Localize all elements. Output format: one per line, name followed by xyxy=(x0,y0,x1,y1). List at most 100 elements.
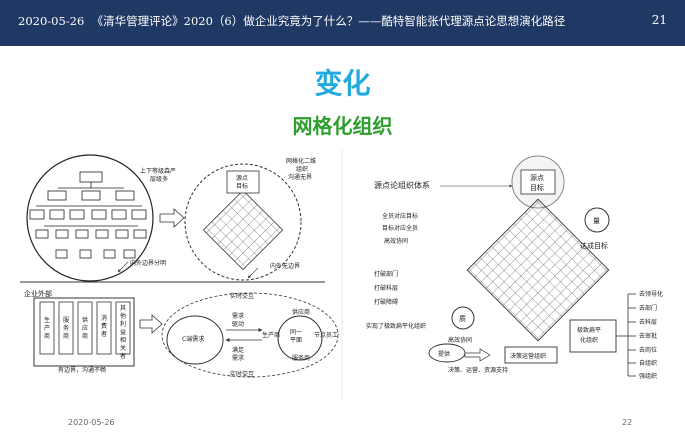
header-citation: 《清华管理评论》2020（6）做企业究竟为了什么？——酷特智能张代理源点论思想演… xyxy=(91,14,566,28)
branch-2: 去科层 xyxy=(639,318,657,326)
title-grid-organization: 网格化组织 xyxy=(292,114,393,138)
branch-5: 自组织 xyxy=(639,359,657,367)
svg-text:关: 关 xyxy=(120,344,126,352)
branch-0: 去领导化 xyxy=(639,290,663,298)
c-demand-ellipse xyxy=(166,315,224,365)
flow-service: 服务商 xyxy=(292,354,310,362)
label-outside: 企业外部 xyxy=(24,289,52,298)
source-point-box-right xyxy=(520,169,556,195)
flow-producer: 生产商 xyxy=(262,331,280,339)
flow-satisfy-2: 需求 xyxy=(232,354,244,362)
flow-plane-2: 平面 xyxy=(290,337,302,344)
header-title: 2020-05-26 《清华管理评论》2020（6）做企业究竟为了什么？——酷特… xyxy=(18,13,565,29)
flow-supplier: 供应商 xyxy=(292,308,310,316)
flow-c-demand: C端需求 xyxy=(182,335,204,343)
same-plane-circle xyxy=(277,315,323,361)
header-page-number: 21 xyxy=(651,13,667,27)
flow-need-2: 驱动 xyxy=(232,321,244,328)
header-date: 2020-05-26 xyxy=(18,14,85,28)
external-columns xyxy=(39,301,131,355)
svg-text:供: 供 xyxy=(82,316,88,324)
svg-text:他: 他 xyxy=(120,312,126,320)
branch-6: 强组织 xyxy=(639,372,657,380)
rp-item-3: 高效协同 xyxy=(384,237,408,245)
rp-source-2: 目标 xyxy=(530,183,544,192)
arrow-right xyxy=(159,208,185,228)
rp-system-title: 源点论组织体系 xyxy=(374,180,430,190)
label-no-boundary: 内外无边界 xyxy=(270,262,300,270)
svg-text:相: 相 xyxy=(120,336,126,344)
footer-page: 22 xyxy=(622,418,633,427)
source-point-2: 目标 xyxy=(236,182,248,190)
rp-provide: 提供 xyxy=(438,350,450,358)
svg-text:者: 者 xyxy=(120,353,126,360)
rp-source-1: 源点 xyxy=(530,173,544,182)
rp-reach-target: 达成目标 xyxy=(580,241,608,250)
slide-header: 2020-05-26 《清华管理评论》2020（6）做企业究竟为了什么？——酷特… xyxy=(0,0,685,46)
label-hierarchy-1: 上下等级森严 xyxy=(140,167,176,175)
svg-text:产: 产 xyxy=(44,324,50,332)
label-grid-3: 沟通无界 xyxy=(288,173,312,181)
flow-realtime-bottom: 实时交互 xyxy=(230,370,254,378)
hierarchy-circle xyxy=(26,154,154,282)
label-grid-2: 组织 xyxy=(296,165,308,173)
rp-flat-1: 极致扁平 xyxy=(577,326,601,334)
branch-3: 去审批 xyxy=(639,332,657,340)
rp-item-1: 全员对应目标 xyxy=(382,212,418,220)
grid-diamond-right xyxy=(466,198,610,342)
rp-quantity: 量 xyxy=(593,217,600,225)
svg-text:商: 商 xyxy=(44,332,50,340)
flat-org-box xyxy=(569,319,617,353)
label-boundary: 内外边界分明 xyxy=(130,259,166,267)
footer-date: 2020-05-26 xyxy=(68,418,115,427)
org-tree xyxy=(29,171,147,259)
right-diagram: 源点 目标 源点论组织体系 全员对应目标 目标对应全员 高效协同 量 达成目标 … xyxy=(366,155,663,380)
rp-decision-center: 决策运营组织 xyxy=(510,352,546,360)
left-diagram: 上下等级森严 层级多 源点 目标 网格化二维 组织 沟通无界 内外边界分明 内外… xyxy=(20,154,339,378)
quality-circle xyxy=(451,306,475,330)
rp-quality: 质 xyxy=(459,314,466,323)
svg-text:费: 费 xyxy=(101,322,107,330)
rp-item-2: 目标对应全员 xyxy=(382,224,418,232)
grid-dashed-circle xyxy=(184,163,302,281)
branch-4: 去岗位 xyxy=(639,346,657,354)
label-bottom-caption: 有边界，沟通不畅 xyxy=(58,366,106,374)
flow-plane-1: 同一 xyxy=(290,329,302,336)
svg-text:利: 利 xyxy=(120,320,126,328)
svg-text:益: 益 xyxy=(120,328,126,336)
rp-support: 决策、运营、资源支持 xyxy=(448,366,508,374)
svg-text:消: 消 xyxy=(101,314,107,322)
rp-realized: 实现了极致扁平化组织 xyxy=(366,322,426,330)
rp-efficient: 高效协同 xyxy=(448,336,472,344)
quantity-circle xyxy=(584,207,610,233)
label-grid-1: 网格化二维 xyxy=(286,157,316,165)
svg-text:务: 务 xyxy=(63,324,69,332)
flow-realtime-top: 实时交互 xyxy=(230,292,254,300)
source-point-1: 源点 xyxy=(236,174,248,182)
rp-flat-2: 化组织 xyxy=(580,336,598,344)
grid-diamond xyxy=(202,189,284,271)
rp-mid-1: 打破部门 xyxy=(374,270,398,278)
svg-text:商: 商 xyxy=(82,332,88,340)
rp-mid-3: 打破障碍 xyxy=(374,298,398,306)
svg-text:应: 应 xyxy=(82,324,88,332)
decision-center-box xyxy=(504,346,558,364)
flow-node-staff: 节点员工 xyxy=(314,331,338,339)
svg-text:生: 生 xyxy=(44,316,50,324)
label-hierarchy-2: 层级多 xyxy=(150,175,168,183)
svg-text:服: 服 xyxy=(63,317,69,324)
svg-text:其: 其 xyxy=(120,304,126,312)
arrow-right-2 xyxy=(139,314,163,334)
flow-dashed-ellipse xyxy=(161,292,339,378)
flow-satisfy-1: 满足 xyxy=(232,346,244,354)
svg-text:者: 者 xyxy=(101,331,107,338)
flow-need-1: 需求 xyxy=(232,312,244,320)
title-change: 变化 xyxy=(314,67,371,100)
branch-1: 去部门 xyxy=(639,304,657,312)
rp-mid-2: 打破科层 xyxy=(374,284,398,292)
branch-lines xyxy=(616,293,636,377)
external-box xyxy=(33,297,135,367)
branch-labels: 去领导化 去部门 去科层 去审批 去岗位 自组织 强组织 xyxy=(639,290,663,380)
